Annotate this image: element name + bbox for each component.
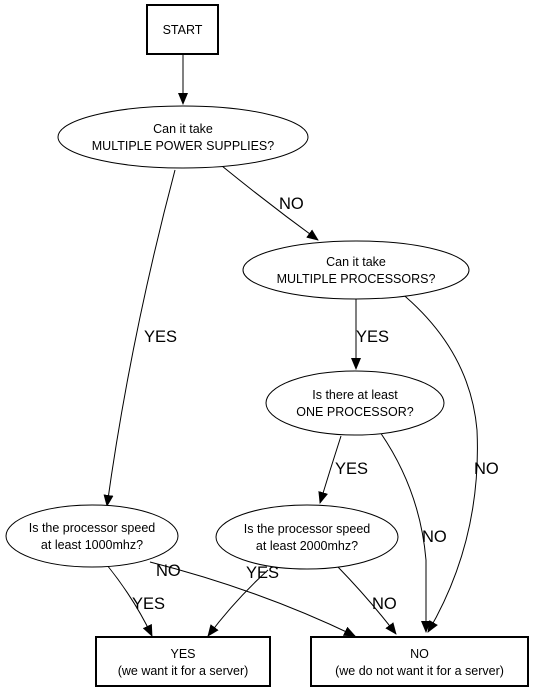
decision-power-line-1: Can it take xyxy=(153,122,213,136)
edge-labels: NO YES YES NO YES NO YES NO YES NO xyxy=(132,195,499,613)
decision-power-line-2: MULTIPLE POWER SUPPLIES? xyxy=(92,139,275,153)
result-yes-box: YES (we want it for a server) xyxy=(95,636,271,687)
label-power-yes: YES xyxy=(144,328,177,346)
edge-speed1000-no xyxy=(149,561,356,637)
edge-speed2000-yes xyxy=(207,569,269,637)
edge-one-proc-yes xyxy=(318,435,342,504)
decision-speed-2000mhz: Is the processor speed at least 2000mhz? xyxy=(215,504,399,570)
result-yes-line-1: YES xyxy=(170,647,195,661)
start-label: START xyxy=(163,23,203,37)
start-node: START xyxy=(146,4,219,55)
decision-speed1000-line-2: at least 1000mhz? xyxy=(41,538,143,552)
result-yes-line-2: (we want it for a server) xyxy=(118,664,249,678)
decision-speed1000-line-1: Is the processor speed xyxy=(29,521,156,535)
edge-one-proc-no xyxy=(379,431,431,633)
label-speed1000-no: NO xyxy=(156,562,181,580)
decision-multi-proc-line-2: MULTIPLE PROCESSORS? xyxy=(277,272,436,286)
decision-multi-proc-line-1: Can it take xyxy=(326,255,386,269)
edges xyxy=(103,55,478,637)
edge-speed2000-no xyxy=(337,566,397,635)
decision-multiple-power-supplies: Can it take MULTIPLE POWER SUPPLIES? xyxy=(57,105,309,169)
label-power-no: NO xyxy=(279,195,304,213)
edge-power-no xyxy=(221,165,319,241)
edge-power-yes xyxy=(103,169,176,507)
edge-multi-proc-no xyxy=(399,291,478,633)
result-no-line-2: (we do not want it for a server) xyxy=(335,664,504,678)
label-speed2000-yes: YES xyxy=(246,564,279,582)
label-multi-proc-yes: YES xyxy=(356,328,389,346)
label-one-proc-no: NO xyxy=(422,528,447,546)
decision-one-proc-line-2: ONE PROCESSOR? xyxy=(296,405,413,419)
result-no-box: NO (we do not want it for a server) xyxy=(310,636,529,687)
label-speed2000-no: NO xyxy=(372,595,397,613)
decision-one-processor: Is there at least ONE PROCESSOR? xyxy=(265,370,445,436)
label-multi-proc-no: NO xyxy=(474,460,499,478)
label-speed1000-yes: YES xyxy=(132,595,165,613)
decision-one-proc-line-1: Is there at least xyxy=(312,388,398,402)
decision-speed-1000mhz: Is the processor speed at least 1000mhz? xyxy=(5,504,179,568)
decision-speed2000-line-1: Is the processor speed xyxy=(244,522,371,536)
decision-multiple-processors: Can it take MULTIPLE PROCESSORS? xyxy=(242,240,470,300)
result-no-line-1: NO xyxy=(410,647,429,661)
label-one-proc-yes: YES xyxy=(335,460,368,478)
decision-speed2000-line-2: at least 2000mhz? xyxy=(256,539,358,553)
edge-speed1000-yes xyxy=(106,564,153,637)
